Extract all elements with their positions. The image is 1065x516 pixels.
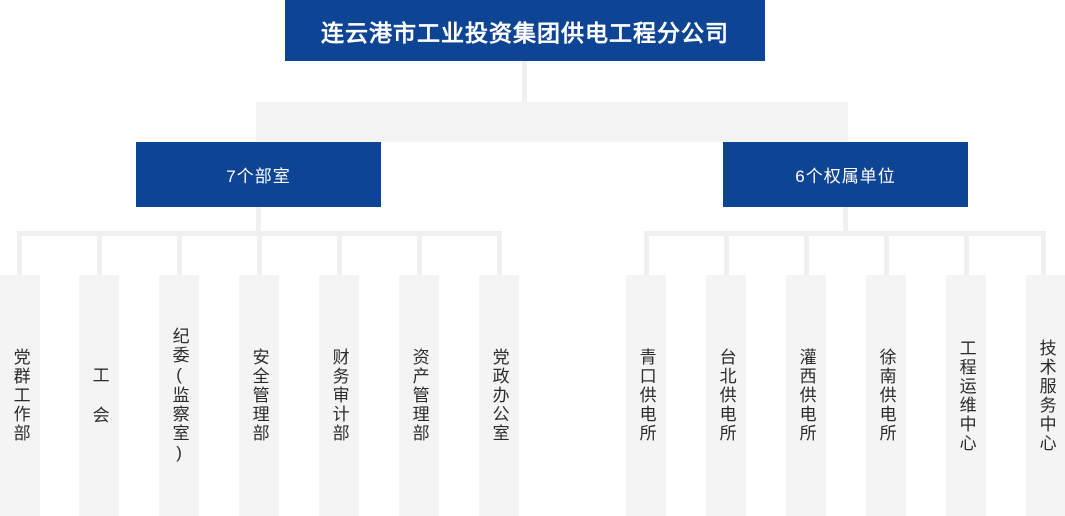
group-node-subsidiaries-label: 6个权属单位 (795, 167, 896, 186)
drop-line (964, 231, 969, 279)
drop-line (257, 231, 262, 279)
leaf-node-label: 财务审计部 (329, 348, 349, 443)
leaf-node-label: 徐南供电所 (876, 348, 896, 443)
leaf-node-label: 纪委(监察室) (169, 327, 189, 464)
leaf-node-subsidiary[interactable]: 青口供电所 (626, 275, 666, 516)
drop-line (337, 231, 342, 279)
drop-line (804, 231, 809, 279)
leaf-node-subsidiary[interactable]: 灌西供电所 (786, 275, 826, 516)
root-node[interactable]: 连云港市工业投资集团供电工程分公司 (285, 0, 765, 61)
leaf-node-subsidiary[interactable]: 徐南供电所 (866, 275, 906, 516)
leaf-node-subsidiary[interactable]: 台北供电所 (706, 275, 746, 516)
drop-line (1041, 231, 1046, 279)
root-node-label: 连云港市工业投资集团供电工程分公司 (321, 19, 729, 46)
subsidiaries-connector-stem (843, 207, 848, 235)
leaf-node-department[interactable]: 财务审计部 (319, 275, 359, 516)
leaf-node-department[interactable]: 工 会 (79, 275, 119, 516)
leaf-node-label: 安全管理部 (249, 348, 269, 443)
leaf-node-department[interactable]: 纪委(监察室) (159, 275, 199, 516)
level2-connector-band (256, 102, 848, 142)
leaf-node-label: 工程运维中心 (956, 338, 976, 453)
leaf-node-department[interactable]: 党政办公室 (479, 275, 519, 516)
drop-line (884, 231, 889, 279)
departments-connector-stem (256, 207, 261, 235)
leaf-node-label: 工 会 (89, 366, 109, 425)
leaf-node-subsidiary[interactable]: 技术服务中心 (1026, 275, 1065, 516)
root-connector-stem (522, 61, 527, 103)
leaf-node-label: 党群工作部 (10, 348, 30, 443)
group-node-subsidiaries[interactable]: 6个权属单位 (723, 142, 968, 207)
leaf-node-department[interactable]: 安全管理部 (239, 275, 279, 516)
drop-line (644, 231, 649, 279)
drop-line (417, 231, 422, 279)
leaf-node-subsidiary[interactable]: 工程运维中心 (946, 275, 986, 516)
leaf-node-label: 台北供电所 (716, 348, 736, 443)
group-node-departments[interactable]: 7个部室 (136, 142, 381, 207)
leaf-node-label: 党政办公室 (489, 348, 509, 443)
drop-line (17, 231, 22, 279)
drop-line (497, 231, 502, 279)
subsidiaries-bus-line (644, 231, 1046, 236)
drop-line (177, 231, 182, 279)
leaf-node-label: 技术服务中心 (1036, 338, 1056, 453)
drop-line (97, 231, 102, 279)
group-node-departments-label: 7个部室 (226, 167, 291, 186)
leaf-node-department[interactable]: 党群工作部 (0, 275, 40, 516)
leaf-node-label: 青口供电所 (636, 348, 656, 443)
leaf-node-label: 资产管理部 (409, 348, 429, 443)
leaf-node-label: 灌西供电所 (796, 348, 816, 443)
leaf-node-department[interactable]: 资产管理部 (399, 275, 439, 516)
drop-line (724, 231, 729, 279)
